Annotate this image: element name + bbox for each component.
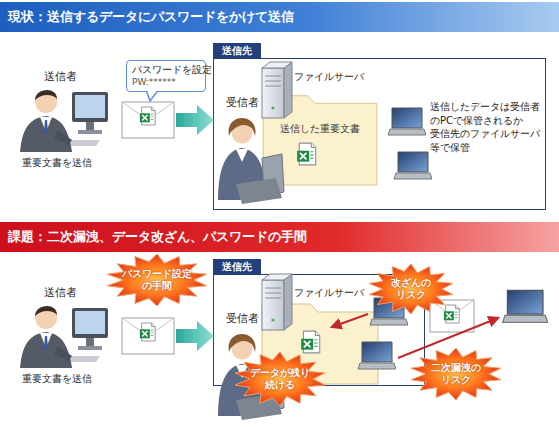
callout-tail <box>147 89 158 101</box>
folder-shape: 送信した重要文書 <box>262 92 378 186</box>
leaked-envelope <box>430 300 474 332</box>
callout-box: パスワードを設定PW:****** <box>126 60 206 92</box>
text-label: 受信者 <box>226 312 259 327</box>
envelope-bottom <box>122 318 174 354</box>
node-text: PW:****** <box>132 76 200 89</box>
laptop-bottom <box>370 298 408 325</box>
excel-icon-top <box>297 143 316 165</box>
receiver-bottom <box>218 334 284 420</box>
text-label: 送信したデータは受信者 のPCで保管されるか 受信先のファイルサーバ 等で保管 <box>430 100 554 154</box>
envelope-bottom <box>122 318 174 354</box>
leaked-envelope <box>444 305 459 323</box>
send-arrow-top <box>176 105 214 135</box>
send-arrow-bottom <box>176 321 214 351</box>
section-title: 現状：送信するデータにパスワードをかけて送信 <box>0 2 559 32</box>
laptop-bottom <box>358 290 548 369</box>
node-text: データが残り 続ける <box>247 367 313 391</box>
folder-outline <box>262 92 378 186</box>
laptop-top <box>388 108 426 135</box>
server-bottom <box>262 274 292 330</box>
risk-arrow <box>332 314 498 358</box>
callout-tail <box>148 89 158 93</box>
node-text: 二次漏洩の リスク <box>427 362 485 386</box>
node-text: パスワードを設定 <box>132 63 200 76</box>
text-label: 重要文書を送信 <box>22 372 92 386</box>
text-label: 受信者 <box>226 96 259 111</box>
folder-outline <box>263 95 377 184</box>
folder-bottom <box>262 304 378 384</box>
leaked-envelope <box>430 300 474 332</box>
envelope-top <box>122 102 174 138</box>
node-text: 改ざんの リスク <box>387 277 435 301</box>
envelope-top <box>122 102 174 138</box>
burst-outline <box>107 254 206 306</box>
risk-burst: 改ざんの リスク <box>368 264 454 314</box>
folder-bottom <box>262 304 378 384</box>
box-heading: 送信先 <box>213 43 261 58</box>
server-top <box>262 62 292 118</box>
send-arrow-top <box>176 105 214 135</box>
text-label: 送信者 <box>44 286 77 301</box>
section-title: 課題：二次漏洩、データ改ざん、パスワードの手間 <box>0 222 559 252</box>
receiver-bottom <box>218 334 284 420</box>
sender-bottom <box>20 306 108 368</box>
text-label: 送信者 <box>44 70 77 85</box>
risk-burst: 二次漏洩の リスク <box>410 348 502 400</box>
text-label: 重要文書を送信 <box>22 156 92 170</box>
text-label: ファイルサーバ <box>294 286 364 300</box>
section-band: 現状：送信するデータにパスワードをかけて送信 <box>0 2 559 32</box>
laptop-bottom <box>358 342 396 369</box>
risk-arrow <box>332 314 368 327</box>
leaked-envelope <box>430 300 474 316</box>
callout-tail <box>147 91 158 101</box>
box-heading: 送信先 <box>213 259 261 274</box>
text-label: ファイルサーバ <box>294 70 364 84</box>
node-text: 送信した重要文書 <box>262 122 378 136</box>
excel-icon-top <box>297 143 316 165</box>
sender-top <box>20 90 108 152</box>
risk-burst: パスワード設定 の手間 <box>106 254 208 306</box>
receiver-top <box>218 118 284 204</box>
folder-bottom <box>301 331 320 353</box>
laptop-top <box>388 108 432 179</box>
node-text: パスワード設定 の手間 <box>118 268 196 292</box>
burst-outline <box>235 352 325 406</box>
burst-outline <box>411 348 501 400</box>
server-top <box>262 62 292 118</box>
laptop-bottom <box>503 290 548 322</box>
send-arrow-bottom <box>176 321 214 351</box>
server-bottom <box>262 274 292 330</box>
sender-top <box>20 90 108 152</box>
laptop-top <box>394 152 432 179</box>
risk-burst: データが残り 続ける <box>234 352 326 406</box>
burst-outline <box>369 264 453 314</box>
section-band: 課題：二次漏洩、データ改ざん、パスワードの手間 <box>0 222 559 252</box>
risk-arrow <box>398 318 498 358</box>
receiver-top <box>218 118 284 204</box>
sender-bottom <box>20 306 108 368</box>
